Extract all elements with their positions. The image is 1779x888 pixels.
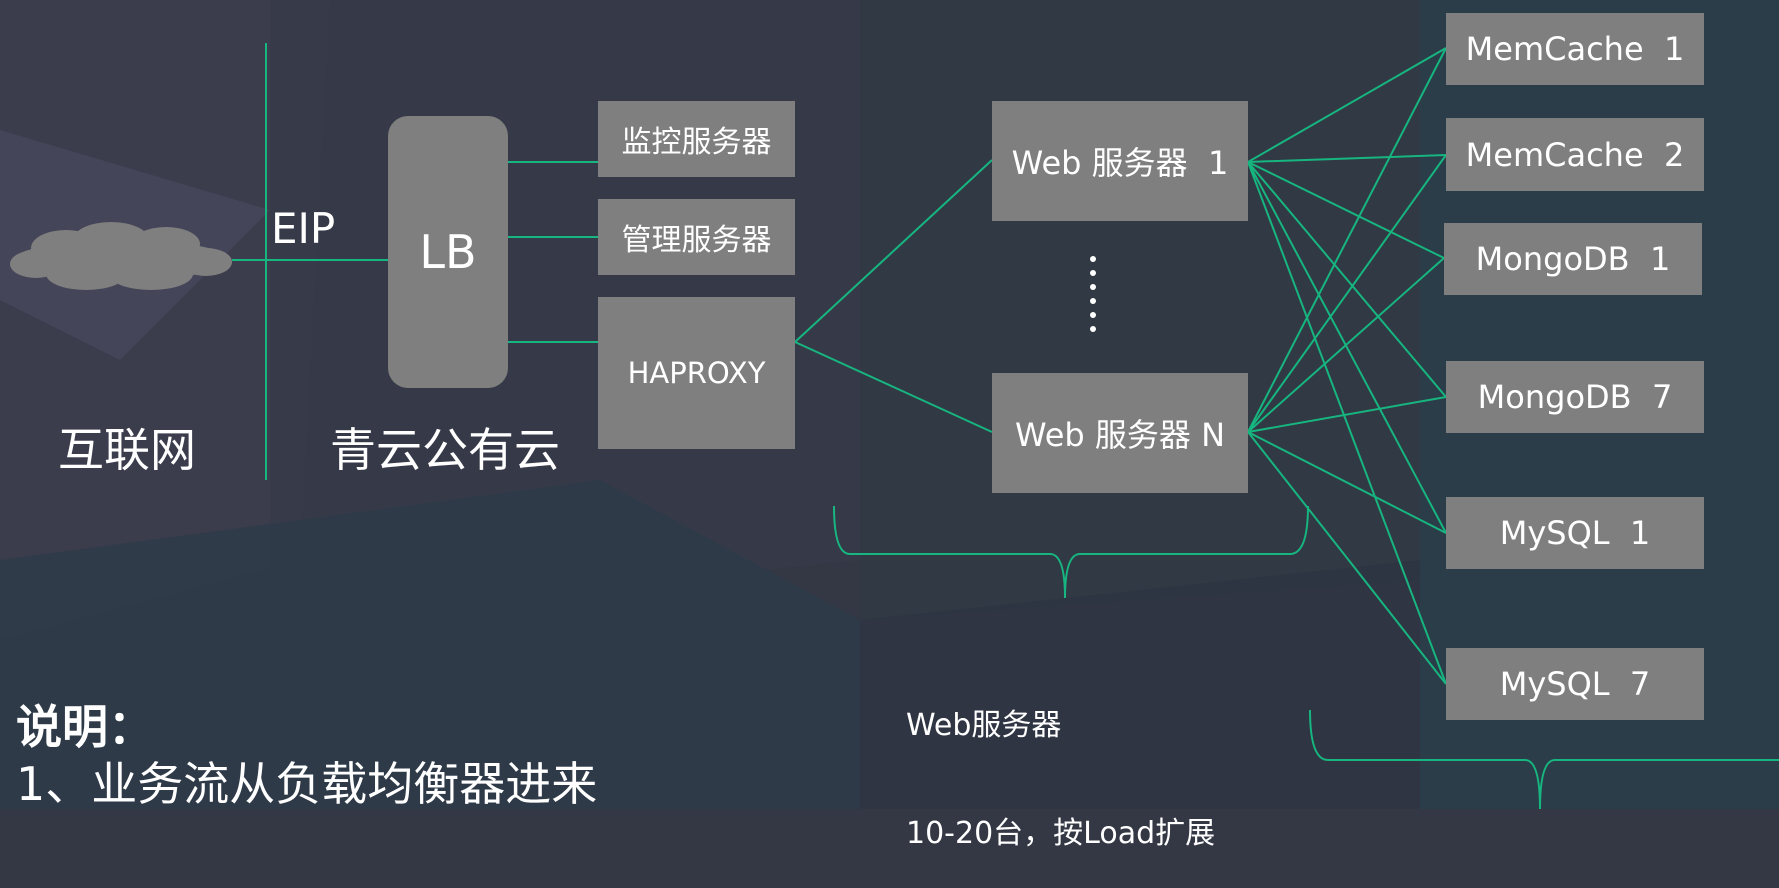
backend-label: MySQL 7 [1499,665,1651,703]
backend-brace [1309,709,1779,809]
backend-label: MongoDB 7 [1477,378,1673,416]
backend-label: MemCache 2 [1465,135,1685,174]
lb-label: LB [419,225,477,279]
internet-label: 互联网 [58,423,196,477]
eip-label: EIP [271,204,336,253]
notes-line1: 1、业务流从负载均衡器进来 [16,757,598,811]
backend-label: MongoDB 1 [1475,240,1671,278]
web-servers-caption-line2: 10-20台，按Load扩展 [906,816,1216,851]
backend-mongodb-7: MongoDB 7 [1446,361,1704,433]
public-cloud-label: 青云公有云 [330,423,560,477]
monitor-server-box: 监控服务器 [598,101,795,177]
backend-mysql-1: MySQL 1 [1446,497,1704,569]
backend-memcache-1: MemCache 1 [1446,13,1704,85]
web-servers-caption-line1: Web服务器 [906,708,1062,743]
ellipsis-dots [1090,256,1096,332]
haproxy-webn-link [794,341,993,433]
backend-mongodb-1: MongoDB 1 [1444,223,1702,295]
manage-server-box: 管理服务器 [598,199,795,275]
manage-server-label: 管理服务器 [621,223,772,258]
web-server-first: Web 服务器 1 [992,101,1248,221]
load-balancer: LB [388,116,508,388]
haproxy-label: HAPROXY [627,356,766,390]
web-server-last-label: Web 服务器 N [1014,416,1226,454]
haproxy-web1-link [794,159,993,343]
backend-label: MemCache 1 [1465,30,1685,68]
backend-mysql-7: MySQL 7 [1446,648,1704,720]
web-servers-caption: Web服务器 10-20台，按Load扩展 [906,636,1215,888]
web-servers-brace [833,505,1309,599]
connection-lines [232,43,1779,809]
web-server-last: Web 服务器 N [992,373,1248,493]
haproxy-box: HAPROXY [598,297,795,449]
cloud-icon [10,222,232,290]
backend-memcache-2: MemCache 2 [1446,118,1704,191]
backend-label: MySQL 1 [1499,514,1651,552]
notes-heading: 说明： [16,700,154,754]
monitor-server-label: 监控服务器 [621,125,772,160]
web-server-first-label: Web 服务器 1 [1011,144,1229,182]
